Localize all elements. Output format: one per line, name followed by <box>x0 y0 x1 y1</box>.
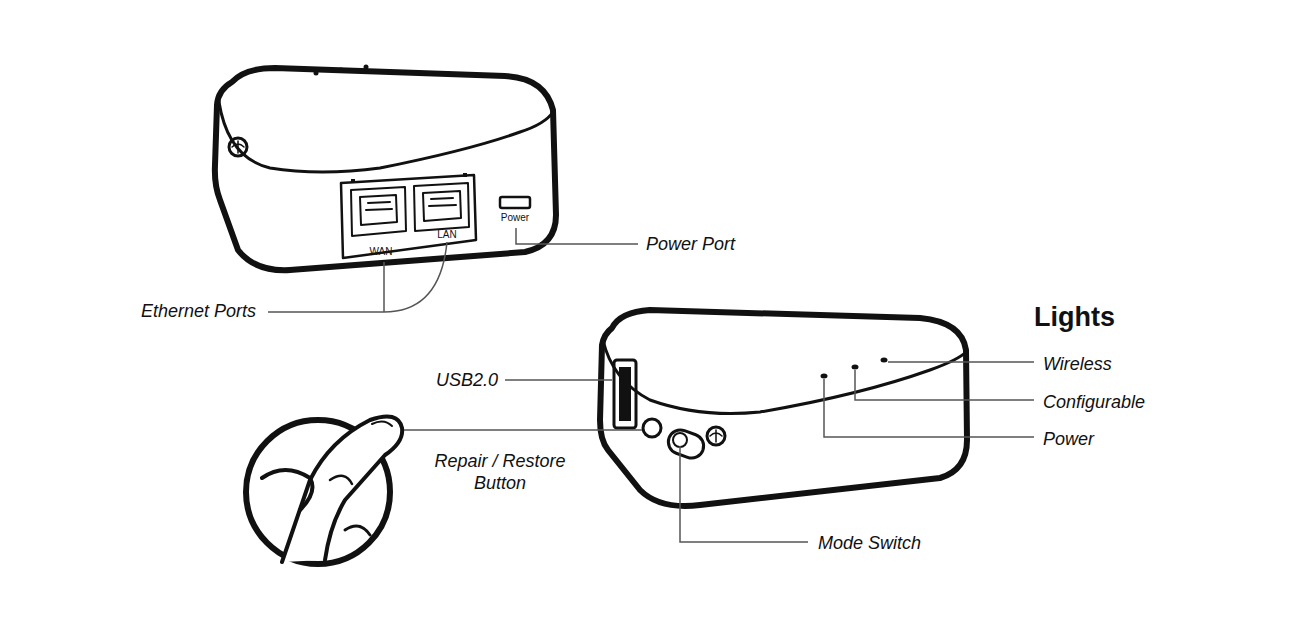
light-label: Configurable <box>1043 391 1145 414</box>
part-label: USB2.0 <box>436 369 498 392</box>
part-label: Mode Switch <box>818 532 921 555</box>
light-label: Power <box>1043 428 1094 451</box>
router-side-view <box>600 310 967 506</box>
router-back-view <box>215 65 556 271</box>
finger-press-illustration <box>246 416 402 564</box>
port-label: LAN <box>437 229 456 242</box>
port-label: Power <box>501 212 529 225</box>
light-label: Wireless <box>1043 353 1112 376</box>
port-label: WAN <box>370 246 393 259</box>
part-label: Power Port <box>646 233 735 256</box>
part-label: Repair / Restore Button <box>425 450 575 495</box>
group-heading: Lights <box>1034 301 1115 335</box>
part-label: Ethernet Ports <box>141 300 256 323</box>
leader-lines <box>268 228 1034 542</box>
